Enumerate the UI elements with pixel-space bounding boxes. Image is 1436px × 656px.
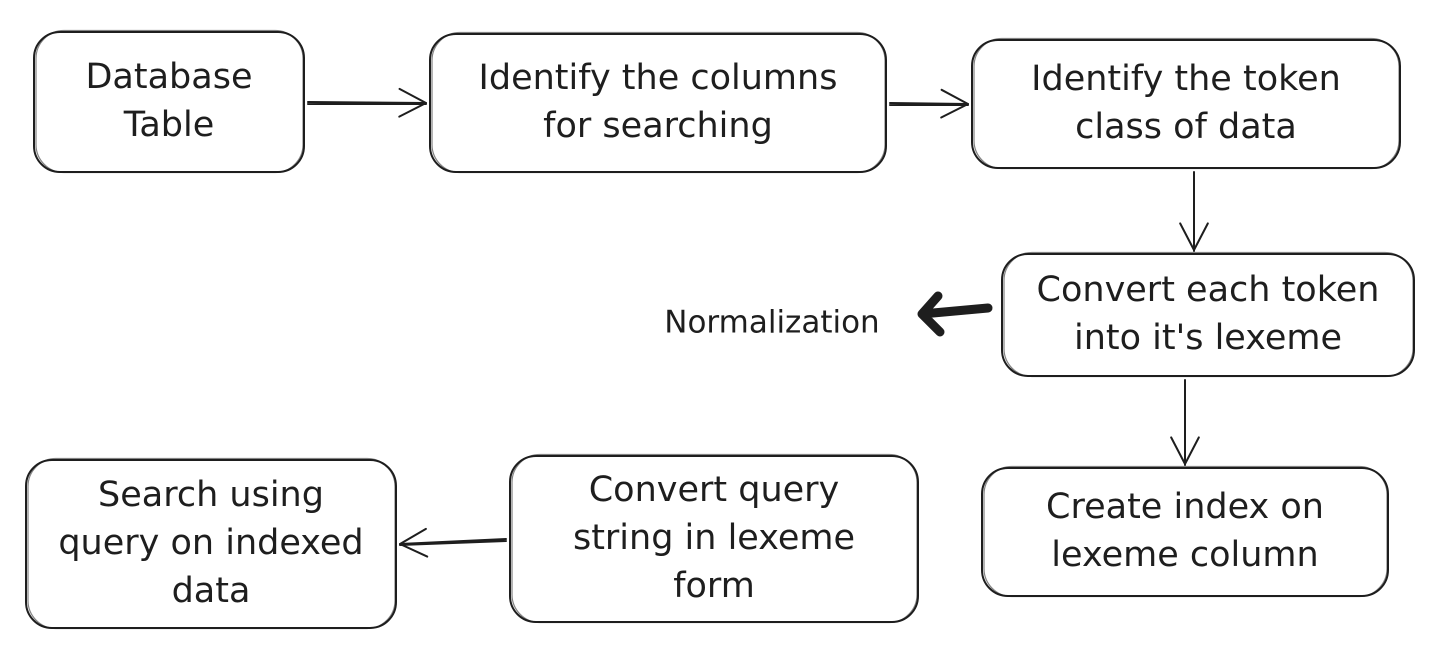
arrow-head xyxy=(399,527,429,558)
node-label-line: Identify the token xyxy=(1031,59,1341,99)
arrow-head xyxy=(1179,222,1209,251)
node-convert-query: Convert query string in lexeme form xyxy=(509,453,919,624)
edge-line xyxy=(889,102,969,106)
node-convert-token-lexeme: Convert each token into it's lexeme xyxy=(1001,251,1415,378)
edge-convert-query-to-search-indexed xyxy=(399,527,507,558)
node-label-line: into it's lexeme xyxy=(1074,318,1342,358)
edge-line xyxy=(307,101,427,105)
normalization-arrow xyxy=(917,291,993,337)
arrow-head xyxy=(1170,436,1200,465)
arrow-head xyxy=(940,88,969,119)
edge-identify-token-class-to-convert-token-lexeme xyxy=(1179,171,1209,252)
node-label-line: for searching xyxy=(543,106,773,146)
node-label-line: form xyxy=(673,566,755,606)
node-label-line: Search using xyxy=(98,475,324,515)
arrow-head xyxy=(398,87,427,118)
node-box xyxy=(429,33,887,173)
annotation-layer: Normalization xyxy=(664,291,993,341)
edge-database-table-to-identify-columns xyxy=(307,87,427,118)
node-label-line: Table xyxy=(123,105,215,145)
node-label-line: Identify the columns xyxy=(479,58,838,98)
node-label-line: Convert query xyxy=(589,470,840,510)
node-identify-columns: Identify the columns for searching xyxy=(429,31,887,174)
node-search-indexed: Search using query on indexed data xyxy=(25,457,397,630)
node-box-sketch xyxy=(27,457,396,630)
normalization-label: Normalization xyxy=(664,305,879,341)
node-create-index: Create index on lexeme column xyxy=(981,465,1389,598)
node-box-sketch xyxy=(431,31,886,174)
node-box-sketch xyxy=(511,453,918,624)
node-box-sketch xyxy=(35,29,304,174)
edge-line xyxy=(399,538,507,546)
node-box-sketch xyxy=(983,465,1388,598)
node-label-line: string in lexeme xyxy=(573,518,855,558)
node-label-line: Create index on xyxy=(1046,487,1324,527)
node-label-line: Database xyxy=(85,57,252,97)
node-label-line: data xyxy=(172,571,251,611)
edge-convert-token-lexeme-to-create-index xyxy=(1170,379,1200,466)
edge-identify-columns-to-identify-token-class xyxy=(889,88,969,119)
node-label-line: Convert each token xyxy=(1037,270,1380,310)
node-box xyxy=(33,31,305,173)
node-label-line: class of data xyxy=(1075,107,1297,147)
node-label-line: lexeme column xyxy=(1051,535,1318,575)
node-identify-token-class: Identify the token class of data xyxy=(971,37,1401,170)
node-box-sketch xyxy=(1003,251,1414,378)
edges-layer xyxy=(307,87,1209,558)
node-label-line: query on indexed xyxy=(58,523,363,563)
node-box-sketch xyxy=(973,37,1400,170)
